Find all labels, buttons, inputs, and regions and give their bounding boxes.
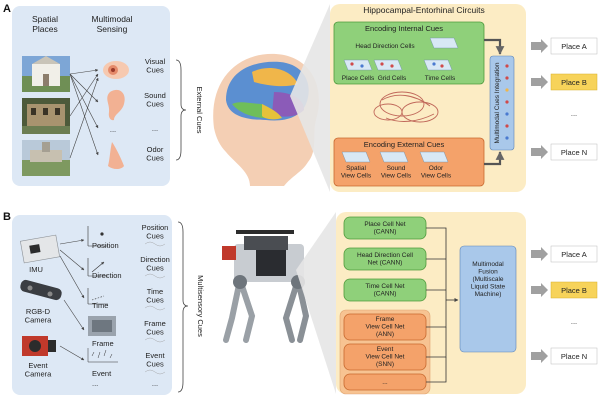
place-photo-3	[22, 140, 70, 176]
panel-b-letter: B	[3, 211, 11, 223]
ear-icon	[107, 89, 125, 121]
a-place-cells: Place Cells	[342, 75, 375, 82]
a-place-b	[550, 73, 598, 91]
a-integration-dots	[505, 64, 509, 140]
b-net-connections	[426, 227, 459, 383]
b-signal-time: Time	[92, 301, 108, 310]
b-net-time-label: Time Cell Net(CANN)	[365, 283, 404, 297]
b-cue-ellipsis: ...	[152, 379, 158, 388]
b-multisensory-label: Multisensory Cues	[196, 275, 205, 337]
b-zoom-wedge	[296, 212, 336, 394]
b-net-place-label: Place Cell Net(CANN)	[364, 221, 405, 235]
b-cue-brace	[177, 221, 189, 393]
eye-icon	[103, 61, 129, 79]
nose-icon	[108, 142, 124, 169]
a-place-n	[550, 143, 598, 161]
b-place-n	[550, 347, 598, 365]
b-place-ellipsis: ...	[571, 317, 577, 326]
head-brain-illustration	[213, 53, 319, 186]
a-place-b-label: Place B	[561, 78, 587, 87]
a-place-sense-arrows	[69, 68, 99, 159]
b-signal-plots	[87, 226, 108, 305]
b-sensor-signal-arrows	[59, 238, 85, 361]
b-signal-position: Position	[92, 241, 119, 250]
imu-icon	[20, 234, 60, 264]
a-cue-ellipsis: ...	[152, 124, 158, 133]
a-head-direction-cells: Head Direction Cells	[355, 43, 415, 50]
a-internal-title: Encoding Internal Cues	[365, 24, 443, 33]
panel-a-letter: A	[3, 3, 11, 15]
a-time-cells: Time Cells	[425, 75, 456, 82]
a-place-a	[550, 37, 598, 55]
a-place-ellipsis: ...	[571, 109, 577, 118]
b-place-a	[550, 245, 598, 263]
a-internal-to-integration-arrow	[484, 38, 505, 55]
b-signal-ellipsis: ...	[92, 379, 98, 388]
place-photo-1	[22, 56, 70, 92]
a-integration-label: Multimodal Cues Integration	[494, 62, 501, 143]
a-hec-title: Hippocampal-Entorhinal Circuits	[363, 5, 484, 15]
a-place-n-label: Place N	[561, 148, 587, 157]
b-frame-thumbnail	[88, 316, 116, 336]
a-grid-cells: Grid Cells	[378, 75, 407, 82]
a-place-a-label: Place A	[561, 42, 586, 51]
a-external-to-integration-arrow	[484, 151, 505, 166]
place-photo-2	[22, 98, 70, 134]
a-cue-brace	[175, 59, 187, 161]
internal-cell-tiles	[343, 37, 459, 71]
a-zoom-wedge	[290, 4, 330, 192]
b-fusion-box	[459, 245, 517, 353]
b-place-a-label: Place A	[561, 250, 586, 259]
b-place-arrows	[531, 247, 548, 363]
b-net-more-label: ...	[382, 379, 388, 386]
b-place-b-label: Place B	[561, 286, 587, 295]
b-signal-event: Event	[92, 369, 112, 378]
b-signal-direction: Direction	[92, 271, 122, 280]
a-external-cues-label: External Cues	[195, 86, 204, 133]
hippocampus-icon	[373, 91, 439, 123]
a-external-box	[333, 137, 485, 187]
b-sensor-imu: IMU	[29, 265, 43, 274]
b-signal-frame: Frame	[92, 339, 114, 348]
b-cue-squiggles	[144, 241, 166, 375]
robot-dog-illustration	[222, 230, 310, 343]
b-place-n-label: Place N	[561, 352, 587, 361]
a-sensing-ellipsis: ...	[110, 125, 116, 134]
event-camera-icon	[22, 336, 56, 356]
a-place-arrows	[531, 39, 548, 159]
external-cell-tiles	[341, 151, 449, 163]
a-external-title: Encoding External Cues	[364, 140, 445, 149]
b-event-plot	[87, 348, 118, 363]
rgbd-camera-icon	[20, 279, 62, 301]
b-place-b	[550, 281, 598, 299]
